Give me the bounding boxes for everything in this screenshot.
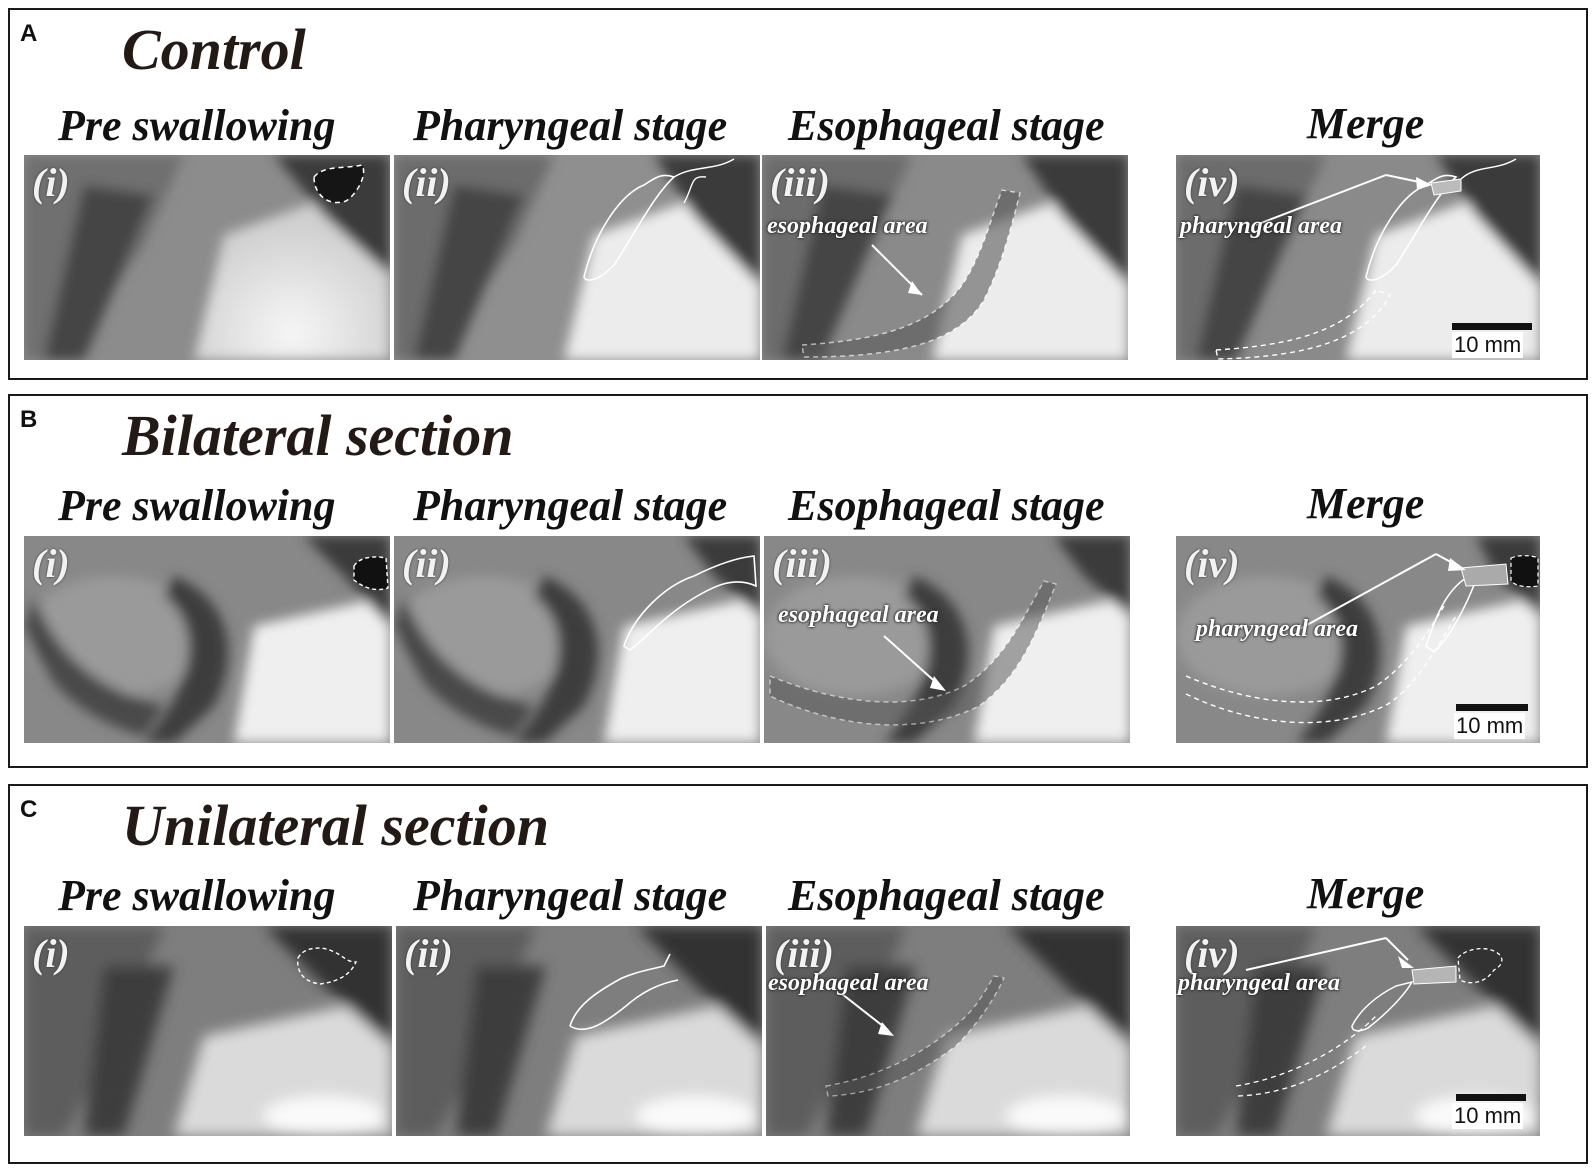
panel-title: Control [122,17,306,82]
xray-image-pre-swallowing: (i) [24,536,390,743]
panel-letter: A [20,20,38,47]
xray-image-pharyngeal-stage: (ii) [394,536,760,743]
image-index-label: (iv) [1184,931,1240,976]
image-index-label: (i) [32,931,70,976]
pharyngeal-area-label: pharyngeal area [1180,213,1342,239]
column-heading-merge: Merge [1307,869,1425,918]
panel-c: C Unilateral section Pre swallowing Phar… [8,784,1588,1164]
xray-image-esophageal-stage: (iii) esophageal area [762,155,1128,360]
scale-bar [1452,323,1532,330]
image-index-label: (ii) [402,541,451,586]
xray-image-pre-swallowing: (i) [24,926,392,1136]
column-heading-esophageal-stage: Esophageal stage [788,871,1105,920]
esophageal-area-label: esophageal area [778,602,939,628]
column-heading-pharyngeal-stage: Pharyngeal stage [413,871,728,920]
image-index-label: (ii) [404,931,453,976]
column-heading-pharyngeal-stage: Pharyngeal stage [413,101,728,150]
image-index-label: (ii) [402,160,451,205]
image-index-label: (iii) [770,160,830,205]
scale-bar-label: 10 mm [1452,332,1524,358]
pharyngeal-area-label: pharyngeal area [1196,616,1358,642]
column-heading-merge: Merge [1307,99,1425,148]
scale-bar [1456,704,1528,711]
panel-a: A Control Pre swallowing Pharyngeal stag… [8,8,1588,380]
image-index-label: (iii) [774,931,834,976]
xray-image-merge: (iv) pharyngeal area 10 mm [1176,155,1540,360]
xray-image-merge: (iv) pharyngeal area 10 mm [1176,536,1540,743]
column-heading-esophageal-stage: Esophageal stage [788,101,1105,150]
scale-bar [1456,1094,1526,1101]
xray-image-pharyngeal-stage: (ii) [396,926,762,1136]
scale-bar-label: 10 mm [1452,1103,1524,1129]
column-heading-merge: Merge [1307,479,1425,528]
column-heading-pharyngeal-stage: Pharyngeal stage [413,481,728,530]
xray-image-pharyngeal-stage: (ii) [394,155,760,360]
column-heading-pre-swallowing: Pre swallowing [58,101,336,150]
image-index-label: (iv) [1184,160,1240,205]
column-heading-pre-swallowing: Pre swallowing [58,871,336,920]
column-heading-pre-swallowing: Pre swallowing [58,481,336,530]
image-index-label: (iv) [1184,541,1240,586]
panel-title: Bilateral section [122,403,514,468]
panel-title: Unilateral section [122,793,549,858]
esophageal-area-label: esophageal area [768,970,929,996]
esophageal-area-label: esophageal area [767,213,928,239]
image-index-label: (i) [32,160,70,205]
image-index-label: (iii) [772,541,832,586]
xray-image-merge: (iv) pharyngeal area 10 mm [1176,926,1540,1136]
panel-letter: B [20,406,38,433]
scale-bar-label: 10 mm [1454,713,1526,739]
panel-letter: C [20,796,38,823]
pharyngeal-area-label: pharyngeal area [1178,970,1340,996]
xray-image-pre-swallowing: (i) [24,155,390,360]
panel-b: B Bilateral section Pre swallowing Phary… [8,394,1588,768]
image-index-label: (i) [32,541,70,586]
xray-image-esophageal-stage: (iii) esophageal area [764,536,1130,743]
column-heading-esophageal-stage: Esophageal stage [788,481,1105,530]
xray-image-esophageal-stage: (iii) esophageal area [766,926,1130,1136]
